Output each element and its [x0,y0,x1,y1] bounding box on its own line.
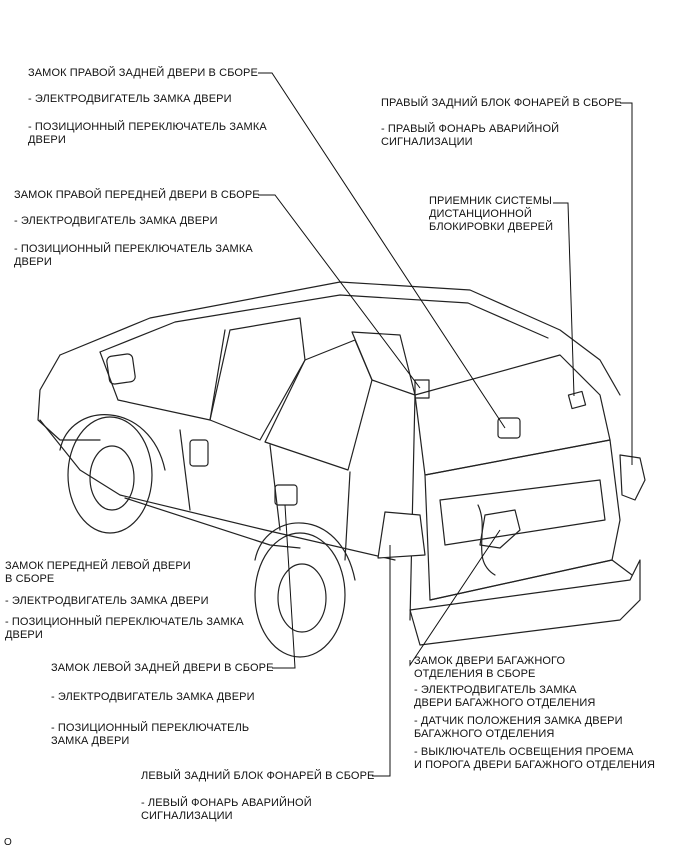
back-door-lock-part [479,509,521,549]
back-door-item-lightswitch-l1: - ВЫКЛЮЧАТЕЛЬ ОСВЕЩЕНИЯ ПРОЕМА [414,746,634,758]
back-door-title-l1: ЗАМОК ДВЕРИ БАГАЖНОГО [414,655,566,667]
fl-door-item-switch-l2: ДВЕРИ [5,629,43,641]
fl-door-item-motor: - ЭЛЕКТРОДВИГАТЕЛЬ ЗАМКА ДВЕРИ [5,595,209,607]
back-door-item-motor-l2: ДВЕРИ БАГАЖНОГО ОТДЕЛЕНИЯ [414,697,596,709]
rocker [124,497,301,549]
back-door-wiring [477,504,496,576]
front-right-lock-part [497,417,521,439]
rl-lamp-item-l1: - ЛЕВЫЙ ФОНАРЬ АВАРИЙНОЙ [141,797,312,809]
roof-rail [99,294,549,353]
leader-back-door [409,529,501,667]
front-left-lock-part [189,439,209,467]
rl-lamp-item-l2: СИГНАЛИЗАЦИИ [141,810,233,822]
receiver-l3: БЛОКИРОВКИ ДВЕРЕЙ [429,221,554,233]
rear-glass [414,354,611,476]
roof-outline [59,281,621,396]
fr-door-item-motor: - ЭЛЕКТРОДВИГАТЕЛЬ ЗАМКА ДВЕРИ [14,215,218,227]
back-door-item-motor-l1: - ЭЛЕКТРОДВИГАТЕЛЬ ЗАМКА [414,684,577,696]
rear-wheel [254,532,346,658]
back-door-title-l2: ОТДЕЛЕНИЯ В СБОРЕ [414,668,536,680]
receiver-unit [567,390,587,410]
receiver-l2: ДИСТАНЦИОННОЙ [429,208,532,220]
leader-rl-lamp [372,545,391,777]
leader-rl-door [272,504,296,669]
rl-door-title: ЗАМОК ЛЕВОЙ ЗАДНЕЙ ДВЕРИ В СБОРЕ [51,662,274,674]
right-rear-lamp [619,454,646,501]
rr-door-item-switch-l2: ДВЕРИ [28,134,66,146]
license-area [439,479,606,546]
fr-door-item-switch-l1: - ПОЗИЦИОННЫЙ ПЕРЕКЛЮЧАТЕЛЬ ЗАМКА [14,243,253,255]
rr-lamp-title: ПРАВЫЙ ЗАДНИЙ БЛОК ФОНАРЕЙ В СБОРЕ [381,97,622,109]
windshield [99,329,226,421]
front-door-edge [179,429,191,511]
rr-lamp-item-l2: СИГНАЛИЗАЦИИ [381,136,473,148]
left-rear-lamp [377,511,426,559]
corner-mark: O [4,837,12,848]
fr-door-item-switch-l2: ДВЕРИ [14,256,52,268]
rear-right-lock-part [414,379,430,399]
leader-rr-door [258,72,506,429]
front-door-window [209,317,306,441]
hood [37,354,101,441]
leader-fr-door [258,194,421,389]
back-door-item-sensor-l2: БАГАЖНОГО ОТДЕЛЕНИЯ [414,728,555,740]
rl-door-item-switch-l1: - ПОЗИЦИОННЫЙ ПЕРЕКЛЮЧАТЕЛЬ [51,722,250,734]
front-wheel-arch [59,414,166,471]
rear-left-lock-part [274,484,298,506]
front-wheel-hub [89,445,135,511]
body-side [39,419,396,561]
rr-door-title: ЗАМОК ПРАВОЙ ЗАДНЕЙ ДВЕРИ В СБОРЕ [28,67,258,79]
fl-door-item-switch-l1: - ПОЗИЦИОННЫЙ ПЕРЕКЛЮЧАТЕЛЬ ЗАМКА [5,616,244,628]
rl-door-item-motor: - ЭЛЕКТРОДВИГАТЕЛЬ ЗАМКА ДВЕРИ [51,691,255,703]
back-door-item-lightswitch-l2: И ПОРОГА ДВЕРИ БАГАЖНОГО ОТДЕЛЕНИЯ [414,759,656,771]
rr-door-item-switch-l1: - ПОЗИЦИОННЫЙ ПЕРЕКЛЮЧАТЕЛЬ ЗАМКА [28,121,267,133]
rr-door-item-motor: - ЭЛЕКТРОДВИГАТЕЛЬ ЗАМКА ДВЕРИ [28,93,232,105]
fl-door-title-l1: ЗАМОК ПЕРЕДНЕЙ ЛЕВОЙ ДВЕРИ [5,560,191,572]
leader-receiver [553,202,575,397]
rear-bumper [409,559,641,646]
leader-rr-lamp [620,102,633,465]
d-pillar [409,394,416,621]
rl-door-item-switch-l2: ЗАМКА ДВЕРИ [51,735,130,747]
side-mirror [106,353,136,385]
fl-door-title-l2: В СБОРЕ [5,573,55,585]
front-wheel [67,416,153,534]
rr-lamp-item-l1: - ПРАВЫЙ ФОНАРЬ АВАРИЙНОЙ [381,123,560,135]
receiver-l1: ПРИЕМНИК СИСТЕМЫ [429,195,552,207]
fr-door-title: ЗАМОК ПРАВОЙ ПЕРЕДНЕЙ ДВЕРИ В СБОРЕ [14,189,260,201]
rear-hatch [424,439,621,601]
rl-lamp-title: ЛЕВЫЙ ЗАДНИЙ БЛОК ФОНАРЕЙ В СБОРЕ [141,770,375,782]
rear-wheel-hub [277,563,327,633]
rear-door-window [264,339,373,471]
rear-wheel-arch [254,522,356,581]
c-pillar [344,471,351,561]
rear-lower [429,559,633,601]
quarter-window [351,331,416,396]
back-door-item-sensor-l1: - ДАТЧИК ПОЛОЖЕНИЯ ЗАМКА ДВЕРИ [414,715,623,727]
